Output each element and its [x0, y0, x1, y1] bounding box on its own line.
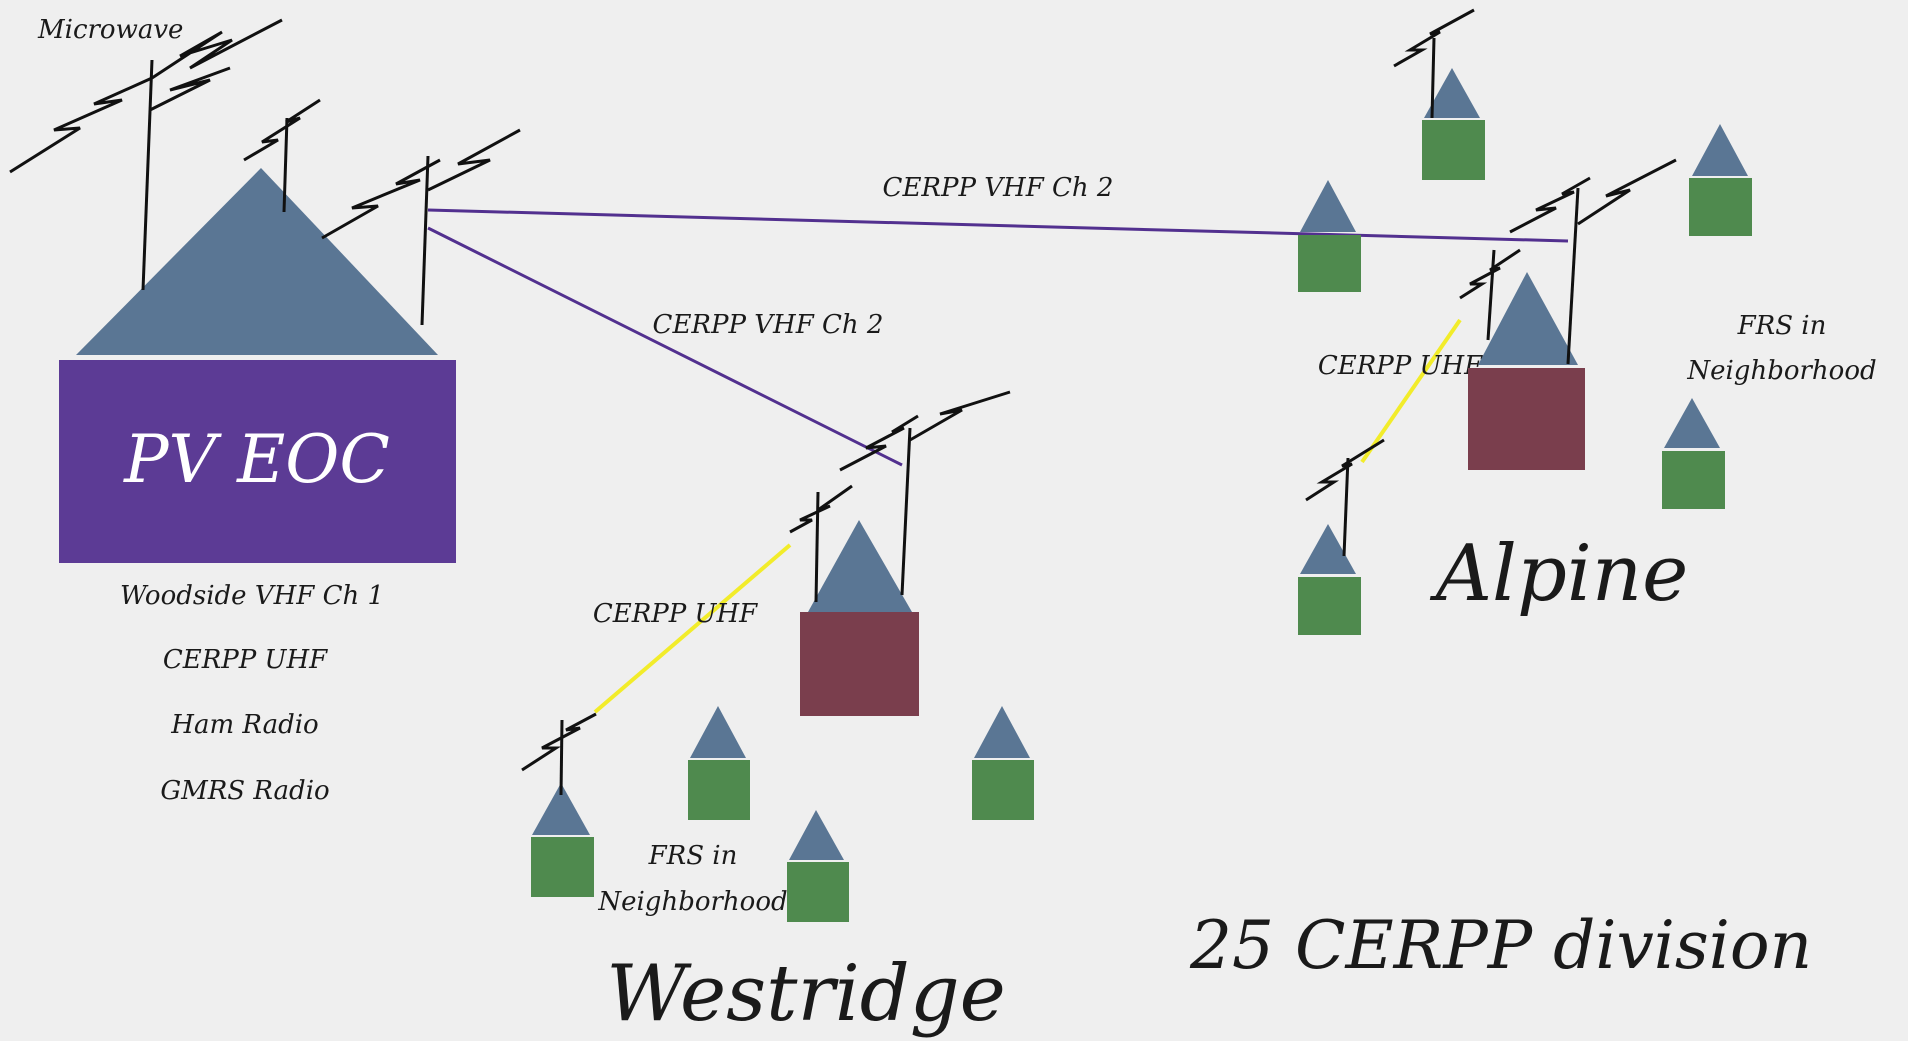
- alpine-hub-uhf-antenna-icon: [1459, 248, 1521, 341]
- alpine-house-1-antenna-icon: [1393, 8, 1475, 119]
- eoc-roof: [76, 168, 438, 355]
- division-caption: 25 CERPP division: [1189, 907, 1812, 984]
- alpine-house-4: [1662, 398, 1725, 509]
- westridge-frs-line1: FRS in: [648, 841, 738, 871]
- alpine-frs-line1: FRS in: [1737, 311, 1827, 341]
- uhf-link-alpine: [1360, 318, 1462, 464]
- uhf-alpine-label: CERPP UHF: [1318, 351, 1483, 381]
- uhf-link-westridge: [593, 543, 792, 714]
- westridge-hub-roof: [808, 520, 912, 612]
- westridge-hub-building: [800, 612, 919, 716]
- westridge-frs-line2: Neighborhood: [597, 887, 787, 917]
- alpine-house-5: [1298, 524, 1361, 635]
- westridge-house-3: [972, 706, 1034, 820]
- eoc-title: PV EOC: [123, 421, 390, 498]
- westridge-hub-uhf-antenna-icon: [789, 484, 853, 603]
- westridge-name: Westridge: [606, 949, 1006, 1039]
- vhf-westridge-label: CERPP VHF Ch 2: [653, 310, 884, 340]
- alpine-hub-vhf-antenna-icon: [1509, 158, 1677, 365]
- westridge-house-2: [688, 706, 750, 820]
- eoc-service-2: CERPP UHF: [163, 645, 328, 675]
- alpine-name: Alpine: [1430, 529, 1689, 619]
- eoc-service-1: Woodside VHF Ch 1: [120, 581, 384, 611]
- vhf-link-alpine: [427, 208, 1569, 243]
- alpine-frs-line2: Neighborhood: [1686, 356, 1876, 386]
- alpine-hub-roof: [1478, 272, 1578, 365]
- westridge-house-1-antenna-icon: [521, 712, 597, 796]
- westridge-house-1: [531, 783, 594, 897]
- eoc-building: [59, 360, 456, 563]
- alpine-house-1: [1422, 68, 1485, 180]
- microwave-label: Microwave: [37, 15, 183, 45]
- alpine-house-3: [1689, 124, 1752, 236]
- eoc-microwave-antenna-icon: [9, 18, 283, 291]
- eoc-small-antenna-icon: [243, 98, 321, 213]
- alpine-house-2: [1298, 180, 1361, 292]
- vhf-link-westridge: [427, 226, 903, 467]
- uhf-westridge-label: CERPP UHF: [593, 599, 758, 629]
- westridge-hub-vhf-antenna-icon: [839, 390, 1011, 596]
- eoc-service-3: Ham Radio: [170, 710, 318, 740]
- vhf-alpine-label: CERPP VHF Ch 2: [883, 173, 1114, 203]
- eoc-service-4: GMRS Radio: [160, 776, 329, 806]
- alpine-house-5-antenna-icon: [1305, 438, 1385, 557]
- westridge-house-4: [787, 810, 849, 922]
- eoc-vhf-antenna-icon: [321, 128, 521, 326]
- alpine-hub-building: [1468, 368, 1585, 470]
